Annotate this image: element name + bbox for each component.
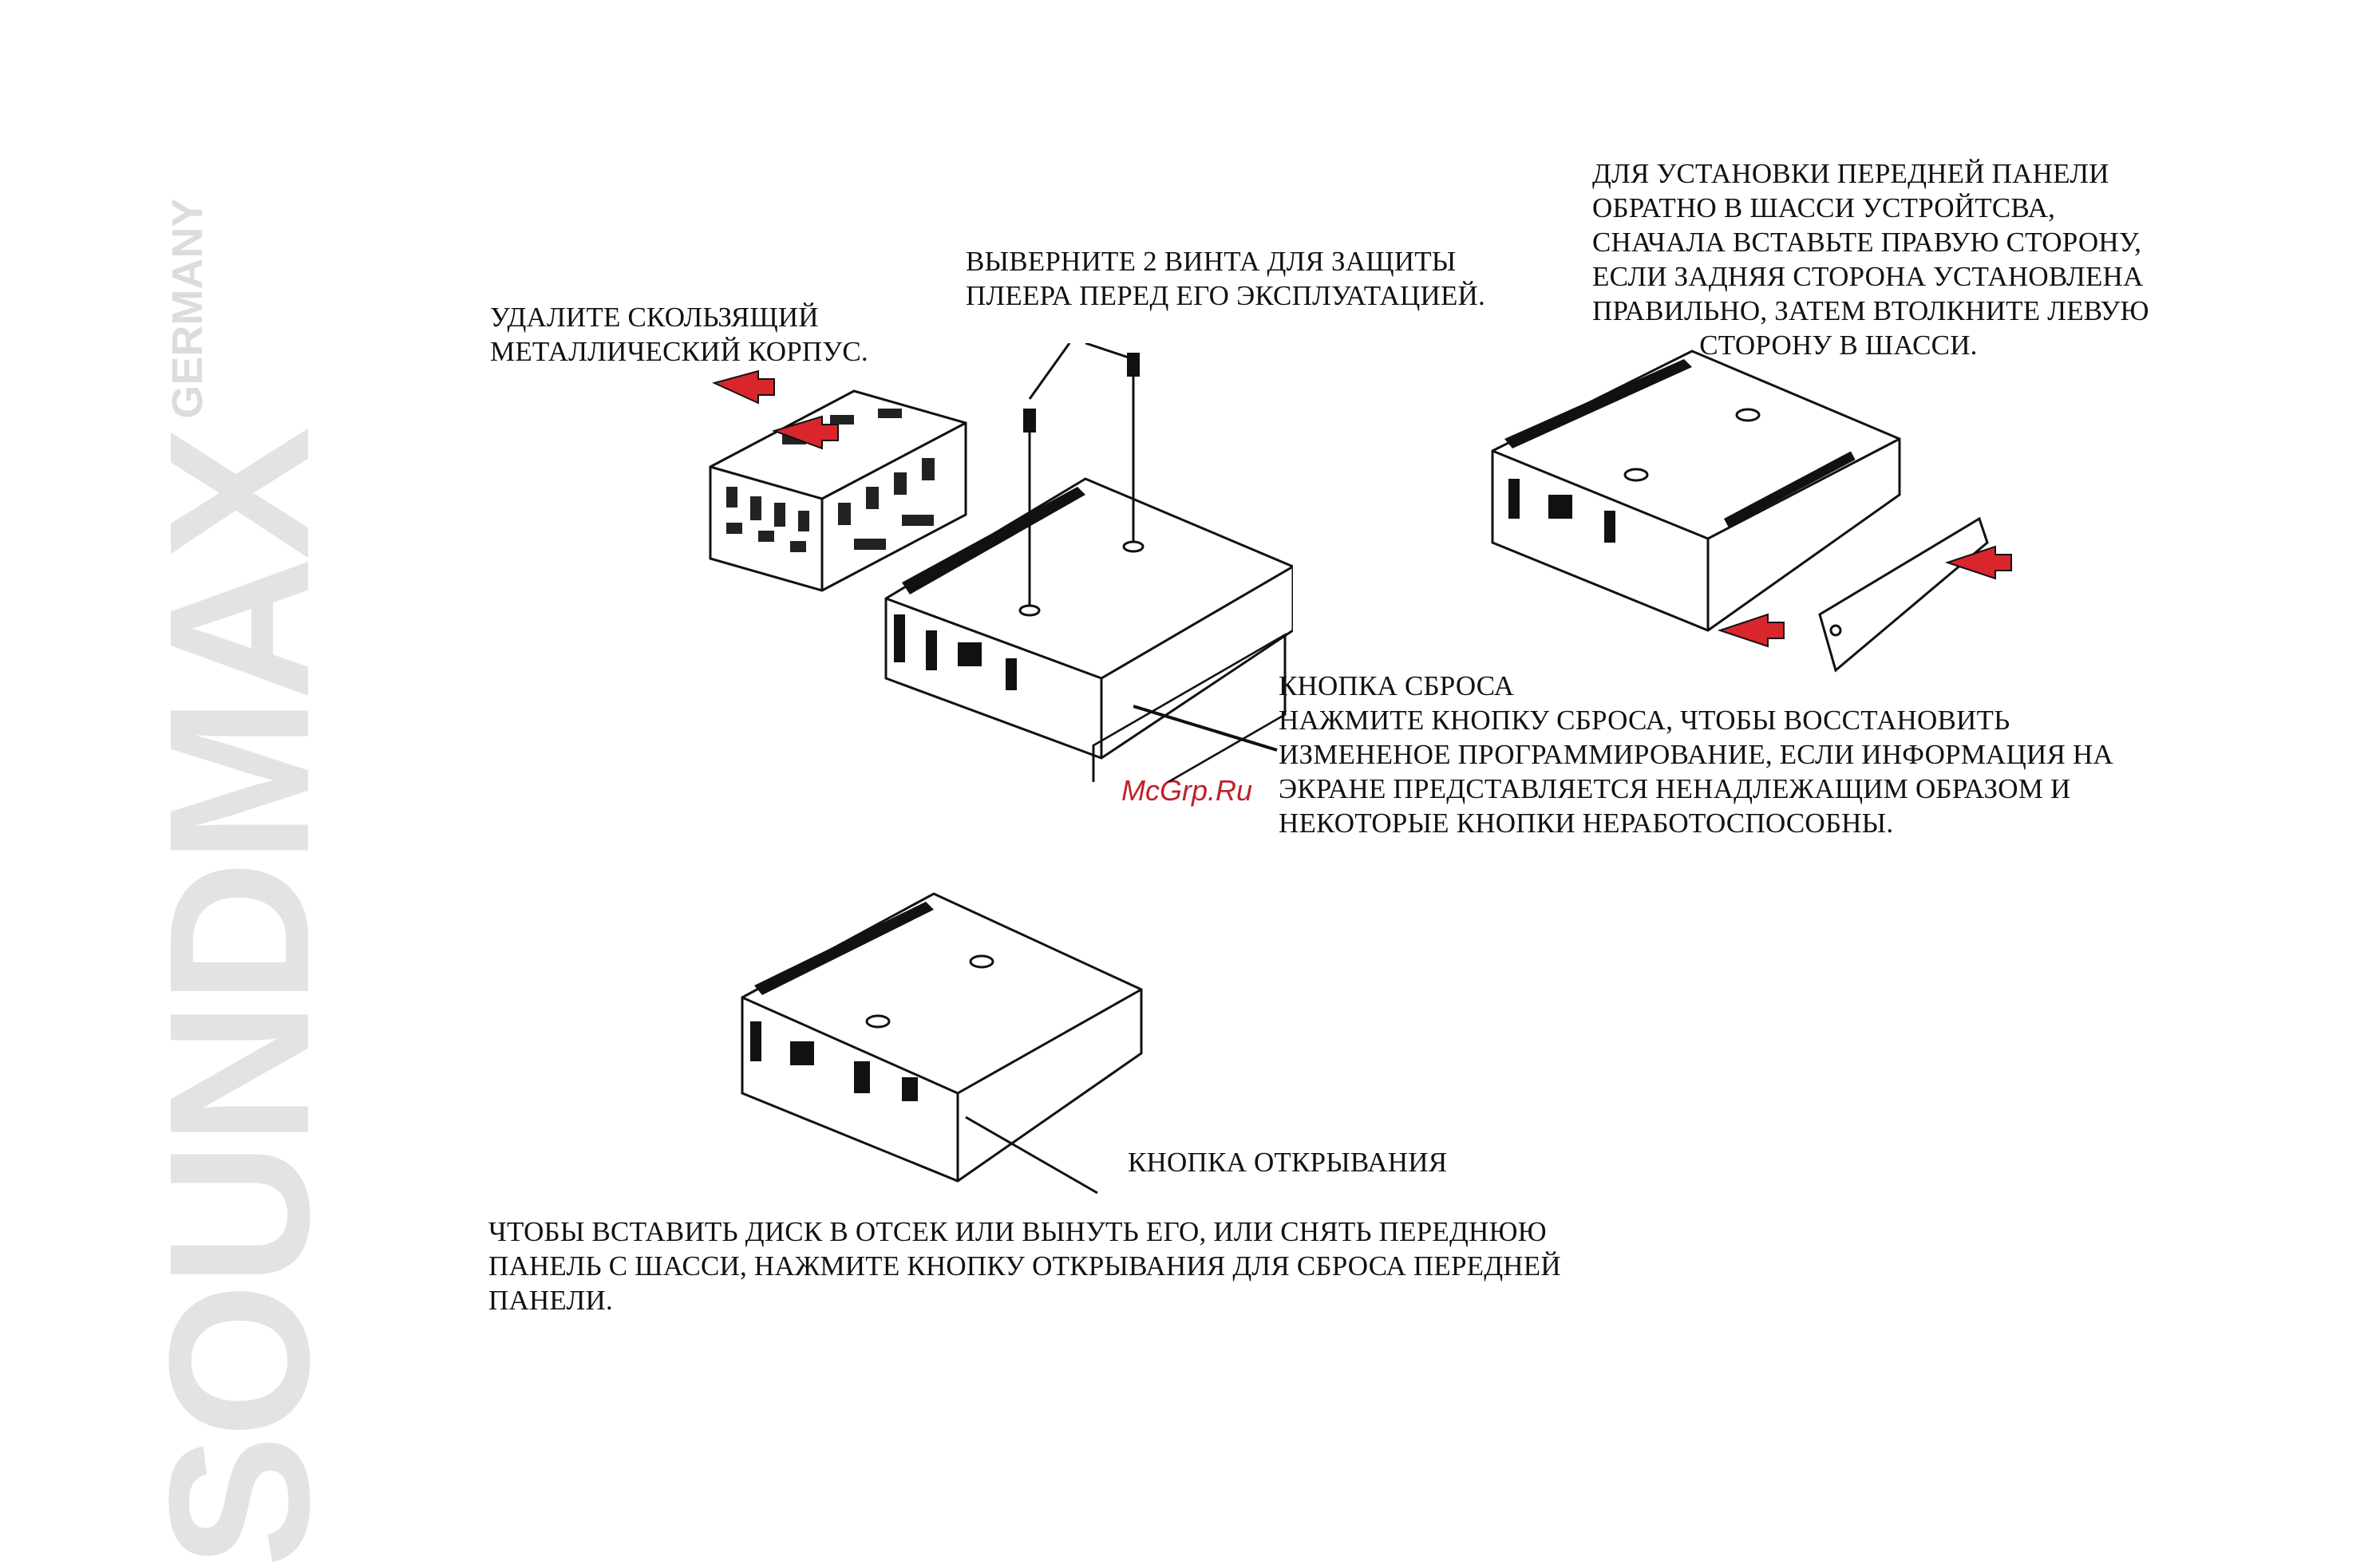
remove-case-text: УДАЛИТЕ СКОЛЬЗЯЩИЙ МЕТАЛЛИЧЕСКИЙ КОРПУС.	[490, 302, 868, 367]
open-button-label: КНОПКА ОТКРЫВАНИЯ	[1128, 1147, 1448, 1178]
open-button-figure	[741, 892, 1143, 1195]
front-panel-figure	[1491, 350, 2012, 673]
install-panel-text: ДЛЯ УСТАНОВКИ ПЕРЕДНЕЙ ПАНЕЛИ ОБРАТНО В …	[1592, 158, 2149, 361]
insert-disc-text: ЧТОБЫ ВСТАВИТЬ ДИСК В ОТСЕК ИЛИ ВЫНУТЬ Е…	[488, 1216, 1561, 1316]
unit-screws-figure	[884, 343, 1293, 782]
metal-sleeve-figure	[709, 369, 967, 592]
screws-text: ВЫВЕРНИТЕ 2 ВИНТА ДЛЯ ЗАЩИТЫ ПЛЕЕРА ПЕРЕ…	[966, 246, 1485, 311]
brand-name: SOUNDMAX	[128, 429, 350, 1568]
reset-pointer-line	[1133, 705, 1278, 752]
watermark: McGrp.Ru	[1121, 774, 1253, 807]
brand-logo: SOUNDMAX GERMANY	[128, 196, 350, 1568]
brand-strip: SOUNDMAX GERMANY	[0, 0, 350, 1568]
reset-button-text: КНОПКА СБРОСА НАЖМИТЕ КНОПКУ СБРОСА, ЧТО…	[1279, 670, 2113, 839]
brand-sub: GERMANY	[164, 198, 212, 419]
